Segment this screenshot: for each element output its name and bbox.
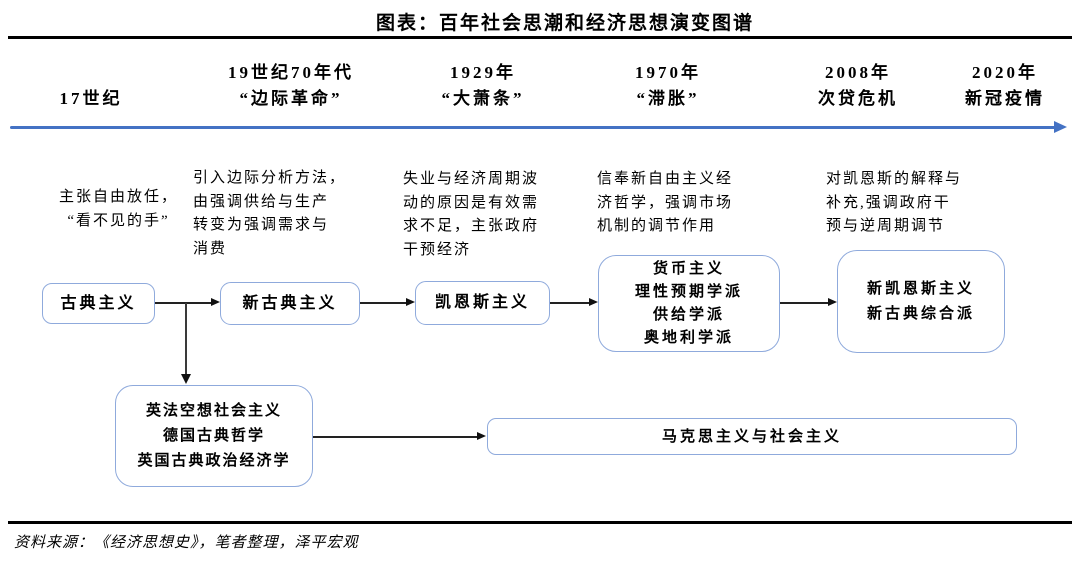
box-line: 凯恩斯主义 [434, 294, 530, 311]
description-line: 对凯恩斯的解释与 [826, 171, 963, 187]
description-neoliberal-schools: 信奉新自由主义经 济哲学，强调市场 机制的调节作用 [597, 168, 762, 239]
box-classicism: 古典主义 [42, 283, 155, 324]
timeline-axis [10, 126, 1056, 129]
box-post-1970-schools: 货币主义 理性预期学派 供给学派 奥地利学派 [598, 255, 780, 352]
box-neoclassicism: 新古典主义 [220, 282, 360, 325]
timeline-period-subprime-crisis: 2008年 次贷危机 [818, 56, 898, 112]
connector-branch-down [185, 303, 187, 374]
box-marxism: 马克思主义与社会主义 [487, 418, 1017, 455]
arrowhead-right-icon [828, 298, 837, 306]
description-line: 干预经济 [403, 241, 472, 258]
period-line: 2020年 [972, 63, 1038, 82]
connector-origins-to-marxism [313, 436, 478, 438]
period-line: 2008年 [825, 63, 891, 82]
box-line: 马克思主义与社会主义 [661, 428, 842, 445]
description-line: 引入边际分析方法， [193, 170, 347, 186]
description-line: 求不足，主张政府 [403, 218, 540, 234]
description-line: 动的原因是有效需 [403, 194, 540, 211]
arrowhead-right-icon [406, 298, 415, 306]
box-line: 货币主义 [652, 260, 725, 277]
box-line: 英国古典政治经济学 [137, 452, 291, 469]
period-line: 1970年 [635, 63, 701, 82]
top-divider [8, 36, 1072, 39]
connector-keynesianism-to-schools [550, 302, 590, 304]
timeline-period-marginal-revolution: 19世纪70年代 “边际革命” [228, 56, 354, 112]
box-line: 理性预期学派 [634, 283, 743, 300]
timeline-period-stagflation: 1970年 “滞胀” [635, 56, 701, 112]
connector-classicism-to-neoclassicism [155, 302, 212, 304]
connector-schools-to-new-keynesianism [780, 302, 829, 304]
period-line: 19世纪70年代 [228, 63, 354, 82]
description-neoclassicism: 引入边际分析方法， 由强调供给与生产 转变为强调需求与 消费 [193, 167, 368, 261]
box-line: 德国古典哲学 [162, 427, 265, 444]
period-line: 新冠疫情 [965, 89, 1045, 108]
description-line: 补充,强调政府干 [826, 194, 951, 211]
arrowhead-down-icon [181, 374, 191, 384]
connector-neoclassicism-to-keynesianism [360, 302, 407, 304]
description-line: 机制的调节作用 [597, 218, 717, 234]
box-line: 新凯恩斯主义 [866, 280, 975, 297]
description-classicism: 主张自由放任， “看不见的手” [36, 186, 201, 233]
period-line: “大萧条” [441, 89, 525, 108]
box-line: 新古典综合派 [866, 305, 975, 322]
description-line: “看不见的手” [67, 212, 170, 229]
arrowhead-right-icon [589, 298, 598, 306]
box-line: 古典主义 [60, 294, 137, 312]
source-note: 资料来源：《经济思想史》，笔者整理，泽平宏观 [14, 535, 359, 551]
arrowhead-right-icon [211, 298, 220, 306]
timeline-period-17th-century: 17世纪 [60, 56, 123, 112]
box-line: 新古典主义 [242, 294, 338, 312]
description-line: 主张自由放任， [58, 189, 178, 205]
timeline-period-covid: 2020年 新冠疫情 [965, 56, 1045, 112]
box-line: 英法空想社会主义 [145, 402, 282, 419]
description-new-keynesianism: 对凯恩斯的解释与 补充,强调政府干 预与逆周期调节 [826, 168, 991, 239]
description-line: 预与逆周期调节 [826, 218, 946, 234]
period-line: 17世纪 [59, 89, 123, 108]
box-socialism-origins: 英法空想社会主义 德国古典哲学 英国古典政治经济学 [115, 385, 313, 487]
arrowhead-right-icon [477, 432, 486, 440]
description-line: 信奉新自由主义经 [597, 171, 734, 187]
page-title: 图表：百年社会思潮和经济思想演变图谱 [375, 13, 755, 34]
description-line: 济哲学，强调市场 [597, 194, 734, 211]
description-line: 失业与经济周期波 [403, 171, 540, 187]
arrow-right-icon [1054, 121, 1067, 133]
timeline-period-great-depression: 1929年 “大萧条” [442, 56, 525, 112]
period-line: “滞胀” [636, 89, 700, 108]
description-line: 由强调供给与生产 [193, 193, 330, 210]
bottom-divider [8, 521, 1072, 524]
box-line: 供给学派 [652, 306, 725, 323]
description-line: 消费 [193, 240, 228, 257]
period-line: 1929年 [450, 63, 516, 82]
box-keynesianism: 凯恩斯主义 [415, 281, 550, 325]
period-line: “边际革命” [239, 89, 343, 108]
period-line: 次贷危机 [818, 89, 898, 108]
box-new-keynesianism: 新凯恩斯主义 新古典综合派 [837, 250, 1005, 353]
description-keynesianism: 失业与经济周期波 动的原因是有效需 求不足，主张政府 干预经济 [403, 168, 568, 262]
description-line: 转变为强调需求与 [193, 217, 330, 233]
box-line: 奥地利学派 [643, 329, 734, 346]
